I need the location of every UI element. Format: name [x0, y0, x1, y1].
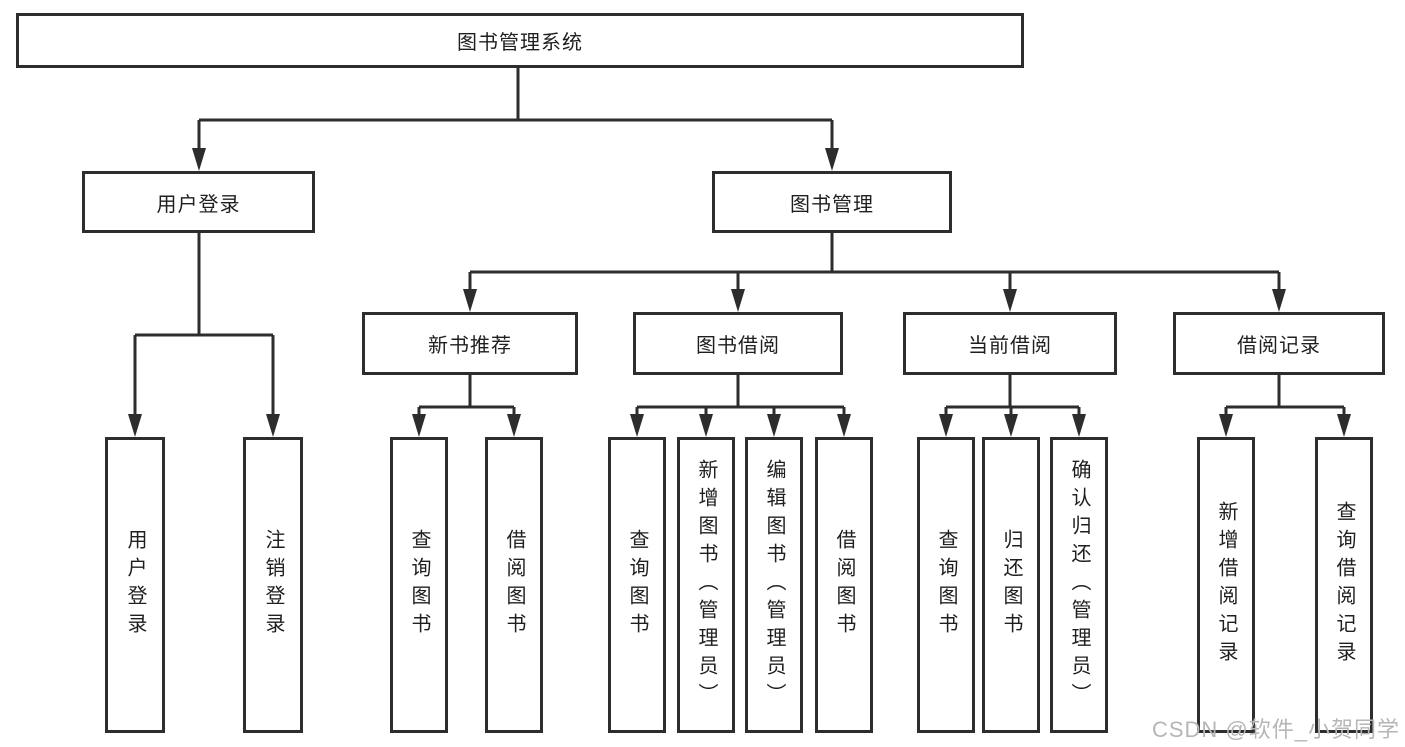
connector-new-books-split — [417, 375, 516, 416]
arrow-icon — [767, 414, 781, 437]
leaf-user-login-label: 用户登录 — [124, 529, 146, 641]
node-current-borrowing: 当前借阅 — [903, 312, 1117, 375]
leaf-add-books-admin-label: 新增图书（管理员） — [695, 459, 717, 711]
arrow-icon — [939, 414, 953, 437]
leaf-query-borrow-record-label: 查询借阅记录 — [1333, 501, 1355, 669]
node-book-borrowing: 图书借阅 — [633, 312, 843, 375]
node-root: 图书管理系统 — [16, 13, 1024, 68]
node-root-label: 图书管理系统 — [457, 32, 583, 54]
arrow-icon — [266, 414, 280, 437]
node-borrowing-records: 借阅记录 — [1173, 312, 1385, 375]
leaf-borrow-books-recommend: 借阅图书 — [485, 437, 543, 733]
arrow-icon — [1003, 289, 1017, 312]
leaf-query-borrow-record: 查询借阅记录 — [1315, 437, 1373, 733]
leaf-borrow-books-recommend-label: 借阅图书 — [503, 529, 525, 641]
leaf-return-books-label: 归还图书 — [1000, 529, 1022, 641]
arrow-icon — [1272, 289, 1286, 312]
arrow-icon — [192, 148, 206, 171]
leaf-query-books-borrow: 查询图书 — [608, 437, 666, 733]
arrowheads — [128, 148, 1351, 437]
arrow-icon — [507, 414, 521, 437]
leaf-query-books-recommend: 查询图书 — [390, 437, 448, 733]
leaf-borrow-books-label: 借阅图书 — [833, 529, 855, 641]
leaf-add-borrow-record: 新增借阅记录 — [1197, 437, 1255, 733]
connector-borrow-records-split — [1224, 375, 1346, 416]
node-new-book-recommend: 新书推荐 — [362, 312, 578, 375]
arrow-icon — [630, 414, 644, 437]
arrow-icon — [837, 414, 851, 437]
arrow-icon — [699, 414, 713, 437]
leaf-query-books-current: 查询图书 — [917, 437, 975, 733]
arrow-icon — [128, 414, 142, 437]
arrow-icon — [825, 148, 839, 171]
leaf-add-books-admin: 新增图书（管理员） — [677, 437, 735, 733]
node-book-management-label: 图书管理 — [790, 193, 874, 216]
arrow-icon — [731, 289, 745, 312]
arrow-icon — [1072, 414, 1086, 437]
leaf-user-login: 用户登录 — [105, 437, 165, 733]
arrow-icon — [463, 289, 477, 312]
node-book-management: 图书管理 — [712, 171, 952, 233]
connector-book-mgmt-split — [468, 233, 1281, 291]
node-new-book-recommend-label: 新书推荐 — [428, 335, 512, 357]
node-book-borrowing-label: 图书借阅 — [696, 335, 780, 357]
connector-book-borrow-split — [635, 375, 846, 416]
leaf-query-books-current-label: 查询图书 — [935, 529, 957, 641]
connector-root-split — [197, 68, 834, 150]
arrow-icon — [412, 414, 426, 437]
leaf-edit-books-admin-label: 编辑图书（管理员） — [763, 459, 785, 711]
leaf-logout: 注销登录 — [243, 437, 303, 733]
leaf-return-books: 归还图书 — [982, 437, 1040, 733]
connector-user-login-split — [133, 233, 275, 416]
node-current-borrowing-label: 当前借阅 — [968, 335, 1052, 357]
leaf-confirm-return-admin: 确认归还（管理员） — [1050, 437, 1108, 733]
arrow-icon — [1337, 414, 1351, 437]
arrow-icon — [1004, 414, 1018, 437]
leaf-borrow-books: 借阅图书 — [815, 437, 873, 733]
leaf-add-borrow-record-label: 新增借阅记录 — [1215, 501, 1237, 669]
node-user-login-label: 用户登录 — [156, 193, 241, 216]
leaf-logout-label: 注销登录 — [262, 529, 284, 641]
connector-current-borrow-split — [944, 375, 1081, 416]
leaf-query-books-recommend-label: 查询图书 — [408, 529, 430, 641]
node-borrowing-records-label: 借阅记录 — [1237, 335, 1321, 357]
leaf-query-books-borrow-label: 查询图书 — [626, 529, 648, 641]
leaf-confirm-return-admin-label: 确认归还（管理员） — [1068, 459, 1090, 711]
arrow-icon — [1219, 414, 1233, 437]
leaf-edit-books-admin: 编辑图书（管理员） — [745, 437, 803, 733]
node-user-login: 用户登录 — [82, 171, 315, 233]
